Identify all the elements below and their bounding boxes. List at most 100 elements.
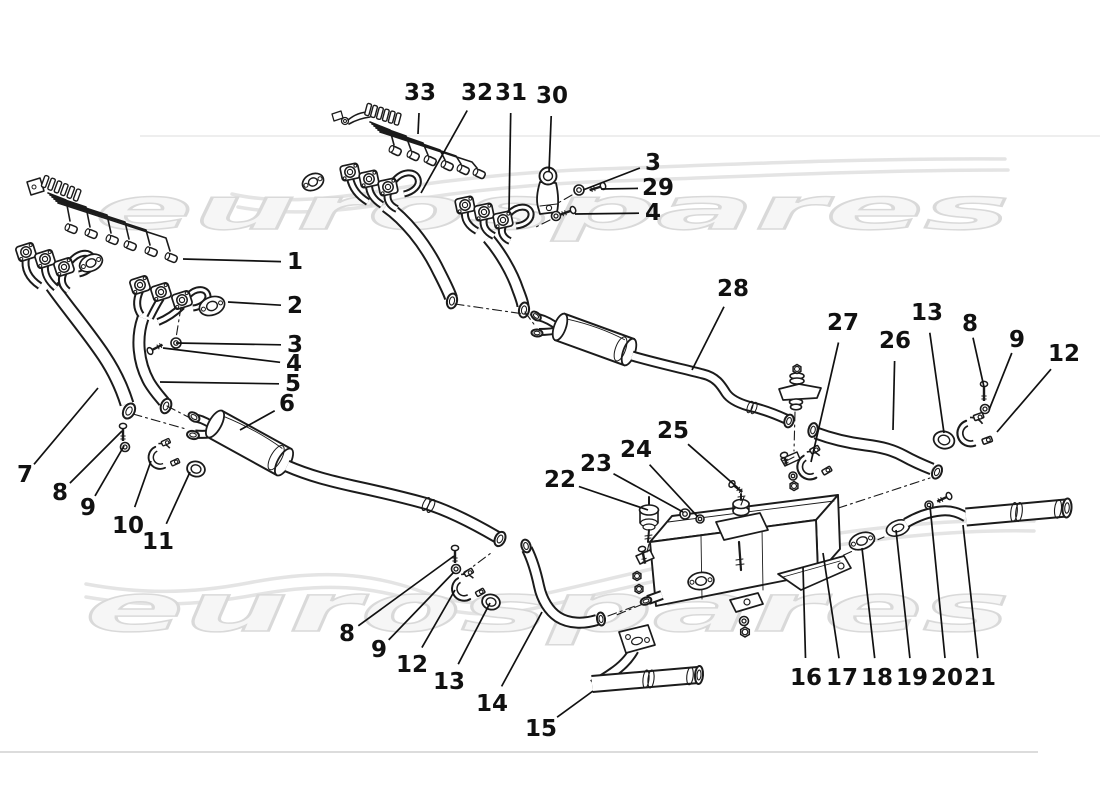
callout-label: 14	[476, 691, 508, 717]
exhaust-line-drawing	[15, 102, 1073, 693]
callout-label: 32	[461, 80, 493, 106]
callout-label: 10	[112, 513, 144, 539]
callout-leader	[133, 460, 152, 508]
callout-leader	[388, 571, 455, 641]
callout-label: 4	[286, 351, 302, 377]
callout-leader	[175, 342, 282, 346]
exhaust-manifold-right-front	[301, 162, 459, 310]
callout-leader	[159, 381, 280, 385]
watermark-top: eurospares	[94, 135, 1100, 244]
callout-label: 28	[717, 276, 749, 302]
callout-leader	[227, 301, 282, 307]
callout-label: 26	[879, 328, 911, 354]
callout-leader	[962, 524, 979, 659]
callout-label: 24	[620, 437, 652, 463]
callout-leader	[33, 387, 99, 465]
callout-leader	[972, 337, 985, 388]
callout-leader	[687, 443, 739, 489]
callout-leader	[578, 485, 649, 511]
callout-label: 17	[826, 665, 858, 691]
callout-label: 2	[287, 293, 303, 319]
callout-label: 12	[396, 652, 428, 678]
callout-label: 13	[433, 669, 465, 695]
callout-leader	[892, 360, 896, 431]
mount-pedestal-and-clamp	[778, 363, 833, 492]
callout-leader	[417, 112, 420, 135]
callout-leader	[648, 464, 699, 518]
callout-label: 22	[544, 467, 576, 493]
spark-plug-guard-rail-left	[26, 174, 178, 264]
intermediate-pipe	[520, 538, 639, 629]
callout-label: 9	[371, 637, 387, 663]
callout-label: 11	[142, 529, 174, 555]
exhaust-manifold-left-rear	[129, 275, 226, 415]
callout-leader	[582, 167, 641, 191]
callout-label: 3	[287, 332, 303, 358]
callout-label: 21	[964, 665, 996, 691]
central-muffler-box	[613, 479, 885, 638]
callout-leader	[357, 555, 455, 627]
callout-label: 18	[861, 665, 893, 691]
callout-label: 23	[580, 451, 612, 477]
callout-leader	[94, 445, 125, 497]
callout-leader	[810, 342, 840, 463]
callout-leader	[691, 306, 725, 371]
callout-leader	[613, 472, 684, 513]
callout-leader	[457, 602, 491, 665]
connecting-pipe-rear	[807, 380, 994, 515]
callout-label: 12	[1048, 341, 1080, 367]
callout-label: 27	[827, 310, 859, 336]
callout-label: 13	[911, 300, 943, 326]
callout-label: 7	[17, 462, 33, 488]
callout-leader	[500, 611, 543, 687]
callout-label: 9	[80, 495, 96, 521]
callout-leader	[895, 529, 911, 659]
callout-leader	[421, 589, 456, 649]
car-swoosh-icon	[84, 528, 1036, 616]
callout-label: 15	[525, 716, 557, 742]
callout-leader	[996, 368, 1052, 433]
callout-label: 6	[279, 391, 295, 417]
callout-label: 29	[642, 175, 674, 201]
callout-leader	[508, 112, 512, 212]
callout-label: 31	[495, 80, 527, 106]
callout-leader	[239, 410, 276, 431]
callout-label: 16	[790, 665, 822, 691]
callout-label: 4	[645, 200, 661, 226]
callout-label: 3	[645, 150, 661, 176]
exhaust-manifold-left-front	[15, 242, 137, 420]
callout-leader	[162, 347, 281, 364]
callout-leader	[69, 430, 123, 484]
callout-leader	[165, 471, 191, 525]
tail-pipe-left	[590, 624, 705, 693]
callout-leader	[928, 332, 945, 434]
callout-leader	[182, 258, 282, 263]
callout-label: 5	[285, 371, 301, 397]
callout-label: 8	[339, 621, 355, 647]
center-silencer	[454, 303, 795, 429]
clamp-set-center	[450, 544, 501, 611]
callout-leader	[548, 115, 553, 173]
callout-label: 1	[287, 249, 303, 275]
watermark-bottom: eurospares	[0, 518, 1038, 753]
callout-leader	[861, 547, 876, 659]
support-bracket	[535, 166, 607, 228]
callout-leader	[556, 690, 594, 718]
callout-label: 9	[1009, 327, 1025, 353]
callout-label: 20	[931, 665, 963, 691]
exhaust-manifold-right-rear	[454, 195, 535, 319]
callout-leader	[822, 552, 840, 659]
callout-label: 33	[404, 80, 436, 106]
callout-label: 19	[896, 665, 928, 691]
rear-pipe-assembly	[848, 491, 1073, 551]
callout-leader	[802, 566, 807, 659]
callout-label: 25	[657, 418, 689, 444]
spark-plug-guard-rail-right	[331, 102, 486, 180]
callout-leader	[600, 187, 639, 190]
callout-leader	[929, 505, 946, 659]
clamp-set-front	[118, 422, 206, 478]
callout-leader	[420, 110, 468, 194]
callout-label: 30	[536, 83, 568, 109]
